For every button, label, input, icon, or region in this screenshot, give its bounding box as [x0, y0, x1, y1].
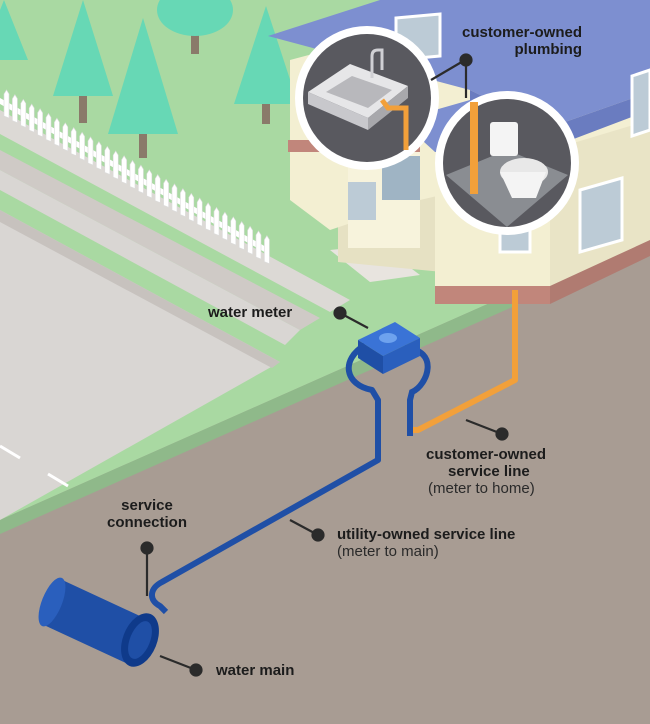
toilet-icon — [435, 91, 579, 235]
customer-plumbing-label: customer-owned plumbing — [420, 24, 582, 58]
customer-plumbing-label-line1: customer-owned — [420, 24, 582, 41]
service-connection-label-line2: connection — [92, 514, 202, 531]
utility-service-line-label-line1: utility-owned service line — [337, 526, 515, 543]
utility-service-line-note: (meter to main) — [337, 543, 515, 560]
customer-service-line-note: (meter to home) — [426, 480, 546, 497]
service-connection-label: service connection — [92, 497, 202, 531]
customer-service-line-label-line2: service line — [426, 463, 546, 480]
customer-service-line-label: customer-owned service line (meter to ho… — [426, 446, 546, 497]
water-main-label: water main — [216, 662, 294, 679]
customer-plumbing-label-line2: plumbing — [420, 41, 582, 58]
utility-service-line-label: utility-owned service line (meter to mai… — [337, 526, 515, 560]
water-meter-label: water meter — [208, 304, 292, 321]
sink-icon — [295, 26, 439, 170]
service-connection-label-line1: service — [92, 497, 202, 514]
customer-service-line-label-line1: customer-owned — [426, 446, 546, 463]
